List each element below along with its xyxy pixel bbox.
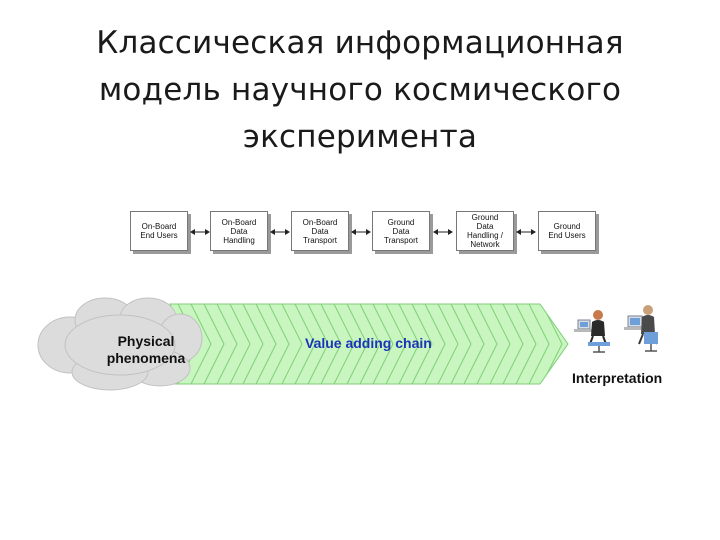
chain-chevron-stripe [476, 304, 498, 384]
flow-box-onboard-end-users: On-Board End Users [130, 211, 188, 251]
chain-chevron-stripe [307, 304, 329, 384]
chain-chevron-stripe [359, 304, 381, 384]
flow-box-onboard-data-transport: On-Board Data Transport [291, 211, 349, 251]
chain-chevron-stripe [294, 304, 316, 384]
chain-chevron-stripe [255, 304, 277, 384]
chain-chevron-stripe [437, 304, 459, 384]
chain-chevron-stripe [489, 304, 511, 384]
flow-box-ground-data-handling: Ground Data Handling / Network [456, 211, 514, 251]
double-arrow-icon [351, 229, 371, 235]
slide-title: Классическая информационная модель научн… [0, 20, 720, 161]
chain-chevron-stripe [515, 304, 537, 384]
chain-chevron-stripe [333, 304, 355, 384]
double-arrow-icon [190, 229, 210, 235]
chain-chevron-stripe [190, 304, 212, 384]
flow-box-ground-end-users: Ground End Users [538, 211, 596, 251]
chain-chevron-stripe [229, 304, 251, 384]
title-line-1: Классическая информационная [96, 25, 624, 61]
physical-phenomena-label: Physical phenomena [106, 333, 186, 366]
double-arrow-icon [270, 229, 290, 235]
chain-chevron-stripe [502, 304, 524, 384]
person-at-computer-icon [624, 305, 658, 352]
chain-chevron-stripe [424, 304, 446, 384]
chain-chevron-stripe [463, 304, 485, 384]
double-arrow-icon [516, 229, 536, 235]
chain-chevron-stripe [541, 304, 563, 384]
cloud-icon [37, 297, 203, 391]
chain-chevron-stripe [398, 304, 420, 384]
chain-chevron-stripe [528, 304, 550, 384]
flow-box-ground-data-transport: Ground Data Transport [372, 211, 430, 251]
chain-chevron-stripe [216, 304, 238, 384]
chain-chevron-stripe [203, 304, 225, 384]
flow-box-onboard-data-handling: On-Board Data Handling [210, 211, 268, 251]
value-chain-label: Value adding chain [305, 335, 432, 351]
chain-chevron-stripe [281, 304, 303, 384]
person-at-computer-icon [574, 310, 610, 353]
chain-chevron-stripe [411, 304, 433, 384]
chain-chevron-stripe [320, 304, 342, 384]
chain-chevron-stripe [450, 304, 472, 384]
chain-chevron-stripe [346, 304, 368, 384]
title-line-2: модель научного космического [98, 72, 622, 108]
chain-chevron-stripe [372, 304, 394, 384]
title-line-3: эксперимента [242, 119, 478, 155]
double-arrow-icon [433, 229, 453, 235]
interpretation-label: Interpretation [572, 370, 663, 386]
chain-chevron-stripe [385, 304, 407, 384]
chain-chevron-stripe [268, 304, 290, 384]
chain-chevron-stripe [242, 304, 264, 384]
